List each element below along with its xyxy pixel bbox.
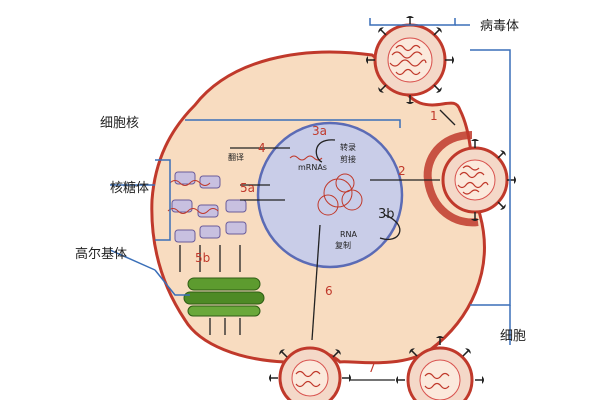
cell-label: 细胞 <box>500 329 526 344</box>
step-4: 4 <box>258 141 266 155</box>
replication-label: 复制 <box>335 240 351 250</box>
virus-label: 病毒体 <box>480 19 519 34</box>
transcription-label: 转录 <box>340 142 356 152</box>
step-5a: 5a <box>240 181 255 195</box>
step-3a: 3a <box>312 124 327 138</box>
step-7: 7 <box>368 361 376 375</box>
translation-label: 翻译 <box>228 153 244 162</box>
label-brackets <box>109 18 511 345</box>
ribosomes <box>167 171 247 243</box>
virus-particle-top <box>365 15 455 105</box>
virus-released <box>395 335 485 400</box>
process-arrows <box>179 109 456 381</box>
step-1: 1 <box>430 109 438 123</box>
mrna-squiggle <box>289 155 323 161</box>
step-5b: 5b <box>195 251 210 265</box>
nucleus-label: 细胞核 <box>100 116 139 131</box>
step-3b: 3b <box>378 207 395 222</box>
rna-label: RNA <box>340 230 358 239</box>
step-6: 6 <box>325 284 333 298</box>
virus-budding <box>268 346 352 400</box>
ribosome-label: 核糖体 <box>110 180 149 196</box>
golgi-apparatus <box>183 277 265 317</box>
step-2: 2 <box>398 164 406 178</box>
splicing-label: 剪接 <box>340 154 356 164</box>
rna-cluster <box>317 173 363 216</box>
mrnas-label: mRNAs <box>298 163 327 172</box>
golgi-label: 高尔基体 <box>75 246 127 262</box>
